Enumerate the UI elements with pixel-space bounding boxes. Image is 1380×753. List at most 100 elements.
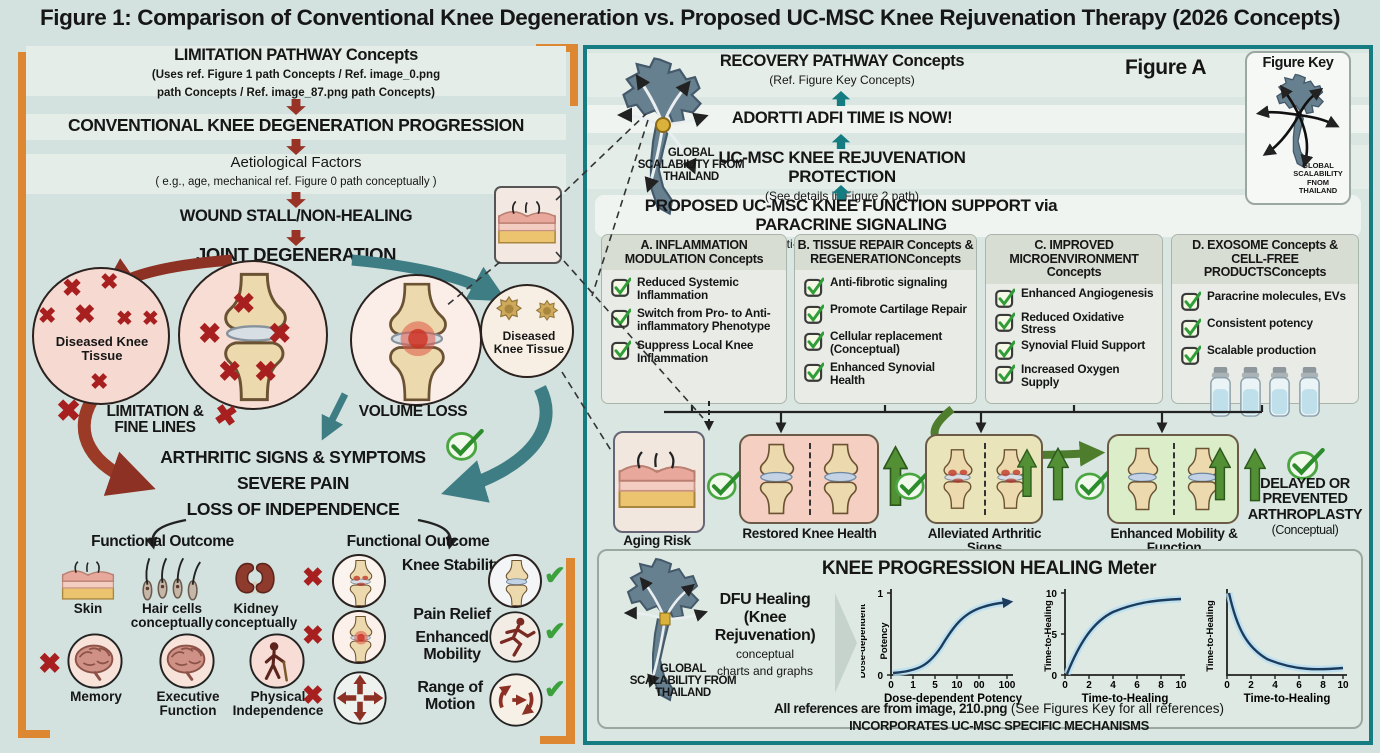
checklist-item: Switch from Pro- to Anti-inflammatory Ph… (637, 306, 771, 334)
function-label: Range of Motion (417, 679, 483, 713)
svg-text:4: 4 (1272, 680, 1278, 691)
check-icon: ✔ (544, 616, 566, 646)
checklist-item: Consistent potency (1207, 315, 1313, 330)
x-icon: ✖ (302, 562, 324, 592)
svg-text:00: 00 (973, 680, 985, 691)
checklist-item: Cellular replacement (Conceptual) (830, 329, 943, 356)
cross-arrows-icon (332, 670, 388, 726)
runner-icon (488, 610, 542, 664)
svg-text:0: 0 (1051, 671, 1057, 682)
x-icon: ✖ (38, 648, 62, 679)
svg-text:6: 6 (1296, 680, 1302, 691)
progression-step: CONVENTIONAL KNEE DEGENERATION PROGRESSI… (67, 115, 525, 135)
x-icon: ✖ (302, 620, 324, 650)
checklist-item: Reduced Systemic Inflammation (637, 275, 739, 302)
svg-text:10: 10 (1175, 680, 1187, 691)
brain-icon (66, 632, 124, 690)
x-icon: ✖ (90, 369, 109, 394)
column-d-header: D. EXOSOME Concepts & CELL-FREE PRODUCTS… (1172, 235, 1358, 284)
svg-text:Time-to-Healing: Time-to-Healing (1043, 600, 1054, 672)
loss-independence-label: LOSS OF INDEPENDENCE (186, 499, 400, 519)
checklist-item: Enhanced Angiogenesis (1021, 285, 1154, 300)
page-title: Figure 1: Comparison of Conventional Kne… (39, 5, 1341, 30)
restored-knee-label: Restored Knee Health (742, 526, 877, 541)
healing-meter-panel: GLOBAL SCALABILITY FROM THAILAND KNEE PR… (597, 549, 1363, 732)
limitation-pathway-sub2: path Concepts / Ref. image_87.png path C… (157, 87, 435, 99)
checklist-item: Scalable production (1207, 342, 1316, 357)
up-green-arrow-icon (1209, 441, 1231, 507)
x-icon: ✖ (198, 318, 222, 349)
check-icon: ✔ (544, 560, 566, 590)
left-bracket-vertical (18, 52, 26, 730)
skin-patch-image (494, 186, 562, 264)
organ-label: Hair cells conceptually (130, 601, 214, 631)
arthritic-signs-label: ARTHRITIC SIGNS & SYMPTOMS (160, 447, 426, 467)
skin-icon (60, 560, 116, 604)
chevron-icon (835, 593, 857, 693)
svg-text:0: 0 (1224, 680, 1230, 691)
rotate-arrows-icon (488, 672, 544, 728)
x-icon: ✖ (74, 299, 96, 329)
checkbox-icon (611, 340, 631, 360)
left-panel: LIMITATION PATHWAY Concepts (Uses ref. F… (0, 42, 580, 753)
proposed-title: PROPOSED UC-MSC KNEE FUNCTION SUPPORT vi… (644, 196, 1058, 234)
left-bracket-bottom-right-h (540, 736, 575, 744)
svg-text:8: 8 (1320, 680, 1326, 691)
checklist-item: Promote Cartilage Repair (830, 302, 967, 316)
band-protection (587, 145, 1369, 189)
limitation-pathway-sub1: (Uses ref. Figure 1 path Concepts / Ref.… (151, 69, 441, 81)
time-to-healing-chart-decay: 0 2 4 6 8 10 Time-to-Healing Time-to-Hea… (1205, 589, 1349, 705)
up-green-arrow-icon (1047, 439, 1069, 509)
organ-label: Kidney conceptually (214, 601, 298, 631)
time-to-healing-chart-rising: 0 5 10 0 2 4 6 8 10 Time-to-Healing Time… (1043, 589, 1187, 705)
svg-text:8: 8 (1158, 680, 1164, 691)
svg-text:6: 6 (1134, 680, 1140, 691)
checkbox-icon (1181, 318, 1201, 338)
checkbox-icon (804, 331, 824, 351)
functional-outcome-left-title: Functional Outcome (91, 533, 234, 550)
right-panel: GLOBAL SCALABILITY FROM THAILAND RECOVER… (583, 45, 1373, 745)
diseased-tissue-label-left: Diseased Knee Tissue (55, 334, 149, 363)
severe-pain-label: SEVERE PAIN (237, 473, 349, 493)
band-adoption (587, 105, 1369, 133)
delayed-arthroplasty-label: DELAYED OR PREVENTED ARTHROPLASTY (Conce… (1247, 476, 1363, 538)
unstable-knee-icon (332, 554, 386, 608)
adoption-banner: ADORTTI ADFI TIME IS NOW! (731, 109, 953, 127)
joint-degeneration-step: JOINT DEGENERATION (195, 244, 397, 265)
checklist-item: Anti-fibrotic signaling (830, 275, 948, 289)
up-green-arrow-icon (1017, 442, 1037, 504)
svg-text:Dose-dependent: Dose-dependent (861, 603, 868, 678)
band-1 (26, 46, 566, 96)
vial-icon (1267, 367, 1292, 419)
mechanisms-footnote: INCORPORATES UC-MSC SPECIFIC MECHANISMS (849, 718, 1149, 733)
recovery-pathway-sub: (Ref. Figure Key Concepts) (769, 73, 915, 87)
x-icon: ✖ (254, 356, 278, 387)
organ-label: Memory (70, 689, 122, 704)
protection-title: UC-MSC KNEE REJUVENATION PROTECTION (718, 148, 966, 186)
column-microenvironment: C. IMPROVED MICROENVIRONMENT Concepts En… (985, 234, 1163, 404)
x-icon: ✖ (100, 269, 119, 294)
recovery-pathway-title: RECOVERY PATHWAY Concepts (719, 52, 965, 70)
check-circle-icon (1073, 467, 1111, 501)
svg-text:1: 1 (910, 680, 916, 691)
svg-text:5: 5 (1051, 630, 1057, 641)
band-recovery (587, 53, 1369, 97)
svg-text:10: 10 (951, 680, 963, 691)
column-c-header: C. IMPROVED MICROENVIRONMENT Concepts (986, 235, 1162, 284)
cell-icon (494, 294, 524, 324)
checklist-item: Paracrine molecules, EVs (1207, 288, 1346, 303)
dfu-healing-block: DFU Healing (Knee Rejuvenation) conceptu… (714, 591, 816, 679)
checkbox-icon (611, 277, 631, 297)
figure-key-map (1255, 74, 1340, 169)
column-inflammation: A. INFLAMMATION MODULATION Concepts Redu… (601, 234, 787, 404)
figure-key-title: Figure Key (1262, 55, 1334, 71)
alleviated-box (925, 434, 1043, 524)
down-arrow-icon (285, 139, 307, 155)
aging-risk-box (613, 431, 705, 533)
svg-text:Dose-dependent Potency: Dose-dependent Potency (884, 693, 1023, 705)
figure-key-box: Figure Key GLOBAL SCALABILITY FNOM THAIL… (1245, 51, 1351, 205)
checkbox-icon (1181, 345, 1201, 365)
checklist-item: Increased Oxygen Supply (1021, 361, 1120, 389)
x-icon: ✖ (56, 395, 82, 428)
global-scalability-label-bottom: GLOBAL SCALABILITY FROM THAILAND (629, 663, 737, 700)
